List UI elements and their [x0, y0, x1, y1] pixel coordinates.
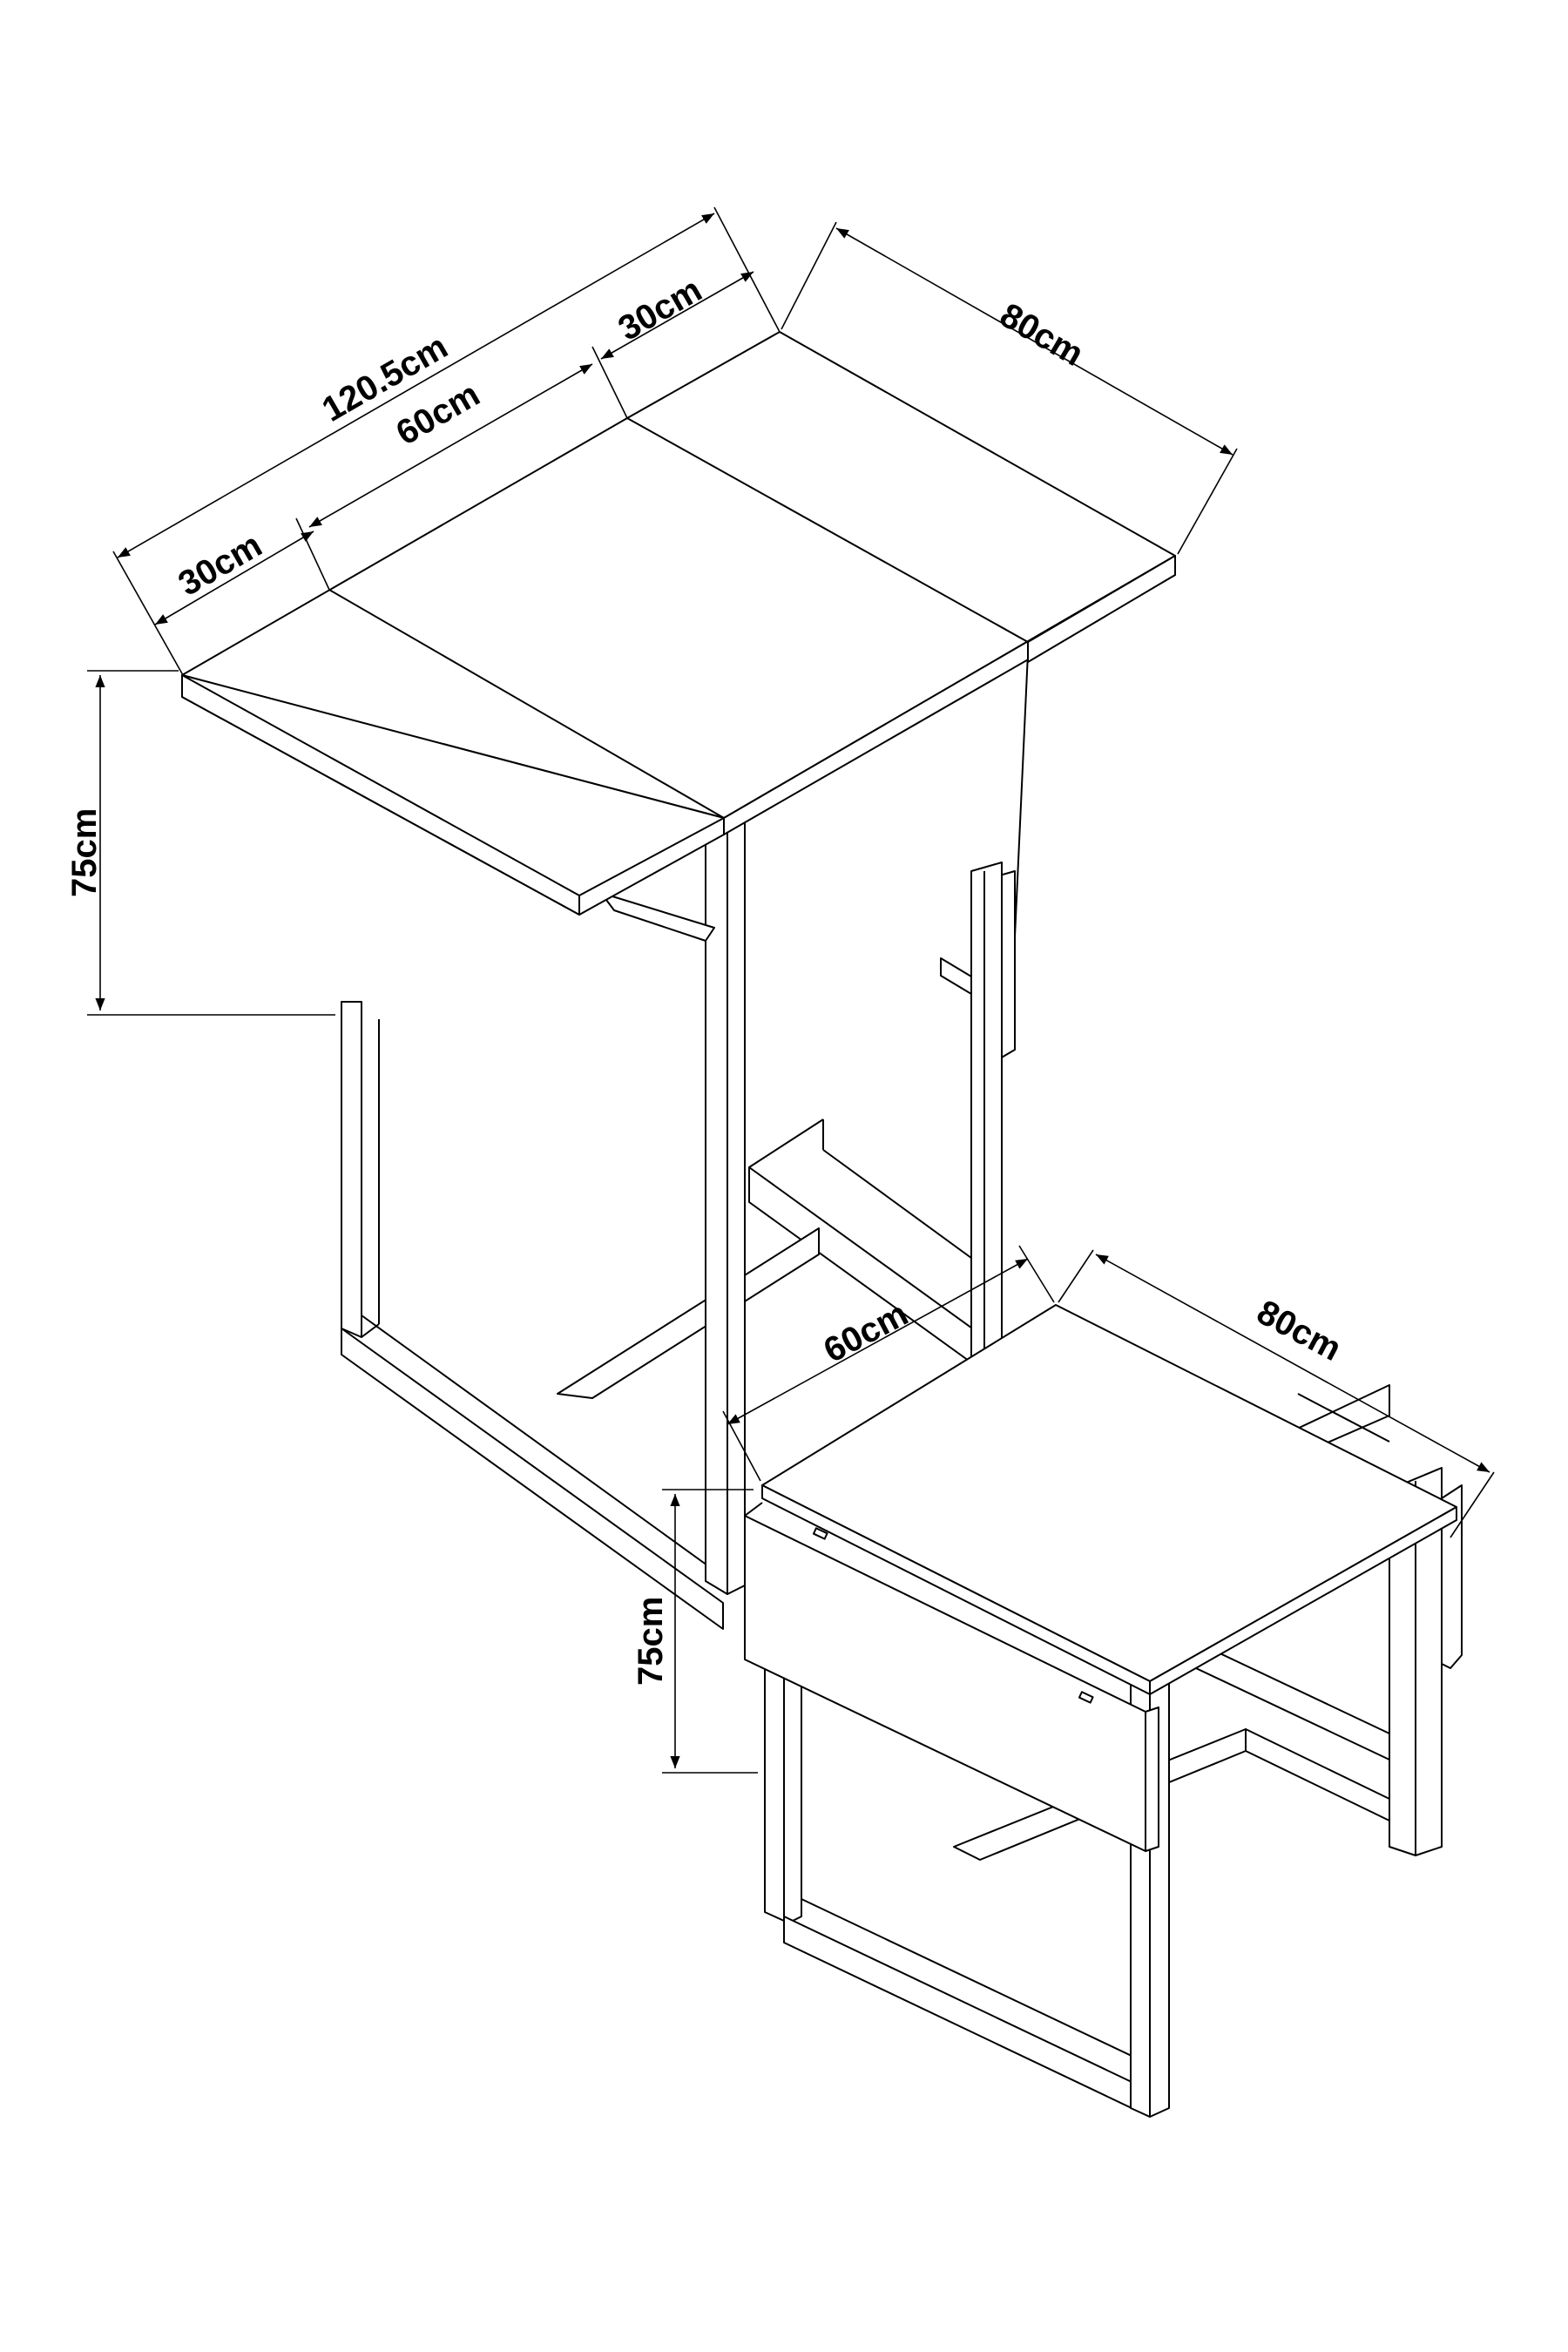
label-folded-height: 75cm	[632, 1597, 670, 1686]
hinge-icon	[812, 1527, 828, 1540]
dim-leaf-right: 30cm	[600, 271, 754, 360]
label-leaf-left: 30cm	[172, 526, 269, 604]
dim-height: 75cm	[65, 670, 335, 1016]
seam-left	[328, 589, 725, 819]
dim-folded-height: 75cm	[632, 1489, 758, 1774]
label-leaf-right: 30cm	[612, 271, 709, 348]
folded-table-view: 60cm 80cm 75cm	[632, 1245, 1495, 2118]
label-height: 75cm	[65, 808, 104, 897]
extended-table-frame	[341, 652, 1029, 1630]
folded-tabletop	[744, 1304, 1457, 1852]
label-folded-width: 60cm	[818, 1294, 915, 1370]
label-depth: 80cm	[994, 296, 1091, 374]
label-folded-depth: 80cm	[1251, 1293, 1348, 1369]
hinge-icon	[1078, 1691, 1094, 1704]
